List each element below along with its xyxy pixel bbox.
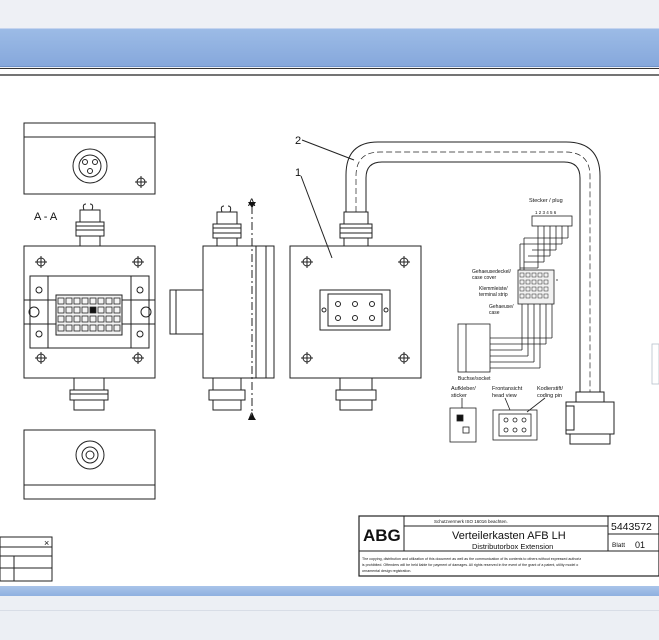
- abg-logo: ABG: [363, 526, 401, 545]
- label-aufkleber: Aufkleber/: [451, 386, 476, 392]
- window-top-strip: [0, 0, 659, 28]
- label-gehaeusedeckel: Gehaeusedeckel/: [472, 269, 512, 275]
- section-label: A - A: [34, 211, 58, 223]
- callout-2: 2: [295, 135, 301, 147]
- legal-line-2: is prohibited. Offenders will be held li…: [362, 563, 578, 567]
- bottom-view: [23, 429, 156, 500]
- label-buchse: Buchse/socket: [458, 376, 491, 382]
- viewer-toolbar: [0, 28, 659, 67]
- window-bottom-strip: [0, 596, 659, 640]
- viewer-bottom-bar: [0, 586, 659, 596]
- wiring-schematic: Stecker / plug 1 2 3 4 5 6: [457, 198, 573, 382]
- title-en: Distributorbox Extension: [472, 542, 553, 551]
- notice-top: Schutzvermerk ISO 16016 beachten.: [434, 519, 508, 524]
- legal-line-3: ornamental design registration.: [362, 569, 411, 573]
- top-view: [23, 122, 156, 195]
- label-frontansicht: Frontansicht: [492, 386, 523, 392]
- page-edge-tab: [651, 343, 659, 385]
- doc-number: 5443572: [611, 521, 652, 533]
- label-terminal-strip: terminal strip: [479, 292, 508, 298]
- sheet-label: Blatt: [612, 542, 625, 549]
- cable: [301, 139, 615, 445]
- label-head-view: head view: [492, 393, 517, 399]
- mini-panel[interactable]: [0, 536, 53, 582]
- cut-label-top: A: [248, 197, 256, 209]
- label-klemmleiste: Klemmleiste/: [479, 286, 508, 292]
- connector-details: Aufkleber/ sticker Frontansicht head vie…: [449, 386, 563, 443]
- label-pins: 1 2 3 4 5 6: [535, 210, 557, 215]
- title-block: [358, 515, 659, 577]
- section-view: [23, 203, 156, 411]
- label-kodierstift: Kodierstift/: [537, 386, 563, 392]
- legal-line-1: The copying, distribution and utilizatio…: [362, 557, 581, 561]
- title-de: Verteilerkasten AFB LH: [452, 530, 566, 542]
- label-case: case: [489, 310, 500, 316]
- front-view: [289, 175, 422, 411]
- label-case-cover: case cover: [472, 275, 497, 281]
- close-icon[interactable]: ×: [44, 538, 49, 548]
- cut-label-bottom: A: [248, 411, 256, 423]
- callout-1: 1: [295, 167, 301, 179]
- label-gehaeuse: Gehaeuse/: [489, 304, 514, 310]
- sheet-number: 01: [635, 540, 645, 550]
- label-stecker: Stecker / plug: [529, 198, 563, 204]
- label-coding-pin: coding pin: [537, 393, 562, 399]
- side-view: [169, 202, 275, 420]
- label-sticker: sticker: [451, 393, 467, 399]
